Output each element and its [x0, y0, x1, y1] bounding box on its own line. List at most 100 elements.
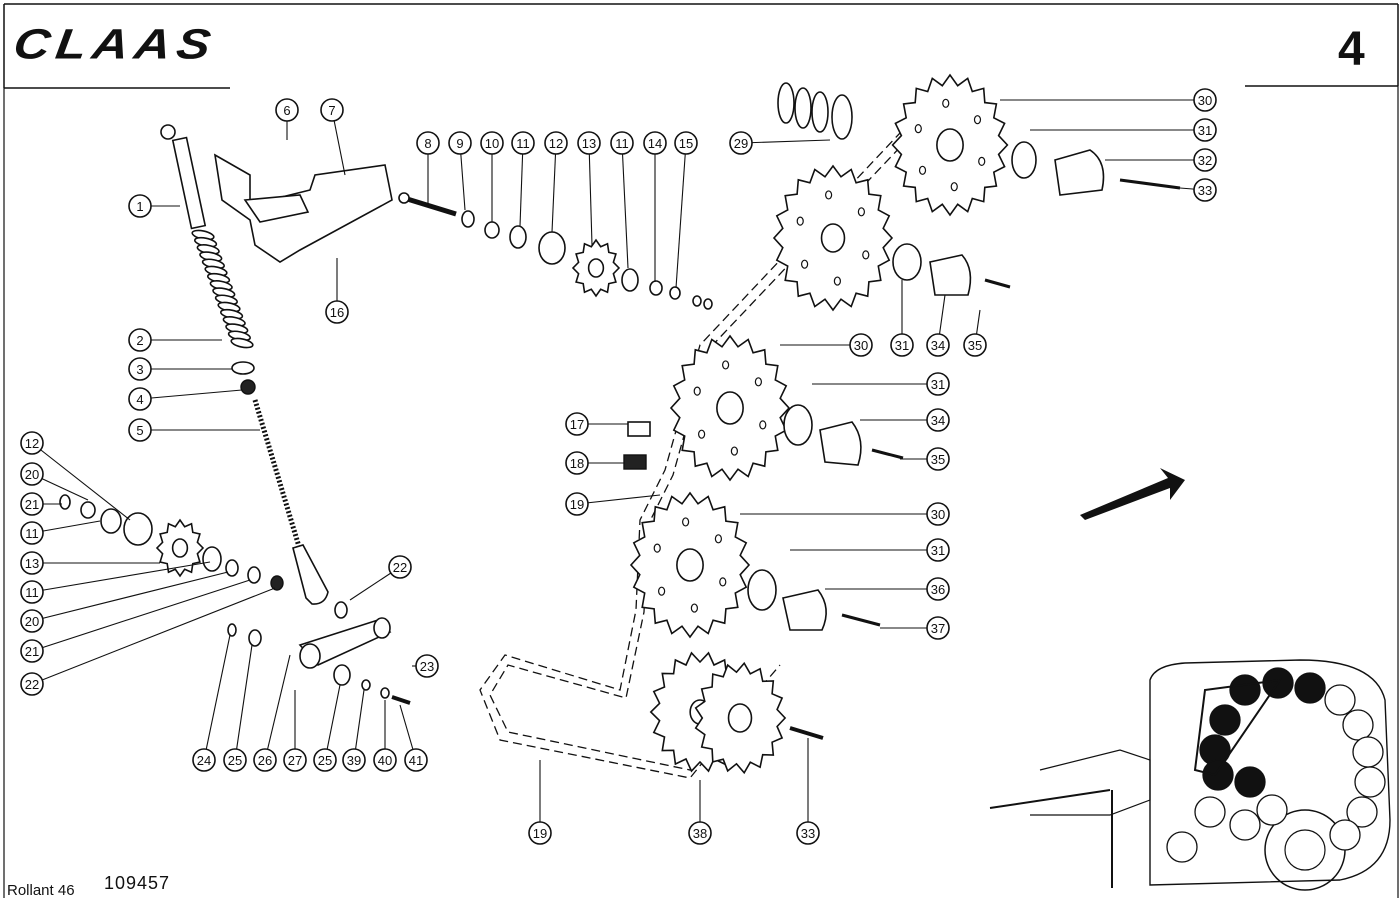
svg-text:31: 31 — [895, 338, 909, 353]
callout-36: 36 — [926, 577, 950, 601]
callout-29: 29 — [729, 131, 753, 155]
lever-26 — [227, 617, 411, 705]
callout-37: 37 — [926, 616, 950, 640]
baler-location-inset — [989, 659, 1391, 891]
svg-text:19: 19 — [570, 497, 584, 512]
svg-text:34: 34 — [931, 413, 945, 428]
svg-text:39: 39 — [347, 753, 361, 768]
callout-27: 27 — [283, 748, 307, 772]
washer-3 — [231, 361, 255, 375]
svg-text:11: 11 — [25, 585, 39, 600]
callout-9: 9 — [448, 131, 472, 155]
callout-35: 35 — [963, 333, 987, 357]
svg-text:19: 19 — [533, 826, 547, 841]
svg-text:22: 22 — [393, 560, 407, 575]
svg-text:29: 29 — [734, 136, 748, 151]
callout-11: 11 — [20, 521, 44, 545]
svg-text:34: 34 — [931, 338, 945, 353]
svg-text:22: 22 — [25, 677, 39, 692]
callout-2: 2 — [128, 328, 152, 352]
callout-30: 30 — [1193, 88, 1217, 112]
callout-14: 14 — [643, 131, 667, 155]
svg-text:37: 37 — [931, 621, 945, 636]
svg-text:1: 1 — [136, 199, 143, 214]
callout-33: 33 — [796, 821, 820, 845]
callout-5: 5 — [128, 418, 152, 442]
sprocket-13-upper — [571, 238, 621, 298]
callout-23: 23 — [415, 654, 439, 678]
callout-31: 31 — [1193, 118, 1217, 142]
drawing-number: 109457 — [104, 873, 171, 893]
callout-31: 31 — [890, 333, 914, 357]
svg-text:21: 21 — [25, 497, 39, 512]
callout-3: 3 — [128, 357, 152, 381]
model-label: Rollant 46 — [7, 882, 75, 899]
callout-26: 26 — [253, 748, 277, 772]
page-frame — [3, 3, 1399, 898]
svg-text:11: 11 — [25, 526, 39, 541]
callout-34: 34 — [926, 408, 950, 432]
svg-text:40: 40 — [378, 753, 392, 768]
callout-18: 18 — [565, 451, 589, 475]
callout-16: 16 — [325, 300, 349, 324]
svg-text:13: 13 — [25, 556, 39, 571]
svg-text:33: 33 — [1198, 183, 1212, 198]
callout-6: 6 — [275, 98, 299, 122]
svg-text:6: 6 — [283, 103, 290, 118]
hubs-and-rings — [623, 82, 1181, 740]
callout-19: 19 — [565, 492, 589, 516]
svg-text:20: 20 — [25, 614, 39, 629]
callout-12: 12 — [20, 431, 44, 455]
callout-24: 24 — [192, 748, 216, 772]
callout-34: 34 — [926, 333, 950, 357]
svg-text:31: 31 — [1198, 123, 1212, 138]
svg-text:31: 31 — [931, 543, 945, 558]
bracket-7 — [213, 153, 393, 263]
svg-text:14: 14 — [648, 136, 662, 151]
callout-10: 10 — [480, 131, 504, 155]
page-number: 4 — [1338, 23, 1365, 76]
callout-40: 40 — [373, 748, 397, 772]
compression-spring — [191, 229, 254, 349]
svg-text:30: 30 — [854, 338, 868, 353]
callout-25: 25 — [223, 748, 247, 772]
tension-rod — [160, 124, 207, 230]
callout-20: 20 — [20, 609, 44, 633]
svg-text:10: 10 — [485, 136, 499, 151]
callout-20: 20 — [20, 462, 44, 486]
callout-13: 13 — [20, 551, 44, 575]
callout-30: 30 — [926, 502, 950, 526]
svg-text:41: 41 — [409, 753, 423, 768]
callout-12: 12 — [544, 131, 568, 155]
svg-text:27: 27 — [288, 753, 302, 768]
callout-13: 13 — [577, 131, 601, 155]
svg-text:35: 35 — [968, 338, 982, 353]
callout-38: 38 — [688, 821, 712, 845]
svg-text:33: 33 — [801, 826, 815, 841]
svg-text:25: 25 — [318, 753, 332, 768]
callout-1: 1 — [128, 194, 152, 218]
svg-text:30: 30 — [931, 507, 945, 522]
direction-arrow — [1080, 468, 1185, 520]
bolt-8 — [398, 192, 457, 217]
svg-text:35: 35 — [931, 452, 945, 467]
svg-text:4: 4 — [136, 392, 143, 407]
svg-text:16: 16 — [330, 305, 344, 320]
callout-31: 31 — [926, 372, 950, 396]
svg-text:2: 2 — [136, 333, 143, 348]
callout-8: 8 — [416, 131, 440, 155]
callout-11: 11 — [511, 131, 535, 155]
callout-4: 4 — [128, 387, 152, 411]
idler-parts-lower — [59, 494, 348, 619]
svg-text:12: 12 — [549, 136, 563, 151]
callout-41: 41 — [404, 748, 428, 772]
nut-4 — [240, 379, 256, 395]
svg-text:26: 26 — [258, 753, 272, 768]
svg-text:5: 5 — [136, 423, 143, 438]
svg-text:38: 38 — [693, 826, 707, 841]
callout-11: 11 — [20, 580, 44, 604]
svg-text:17: 17 — [570, 417, 584, 432]
callout-35: 35 — [926, 447, 950, 471]
svg-text:32: 32 — [1198, 153, 1212, 168]
